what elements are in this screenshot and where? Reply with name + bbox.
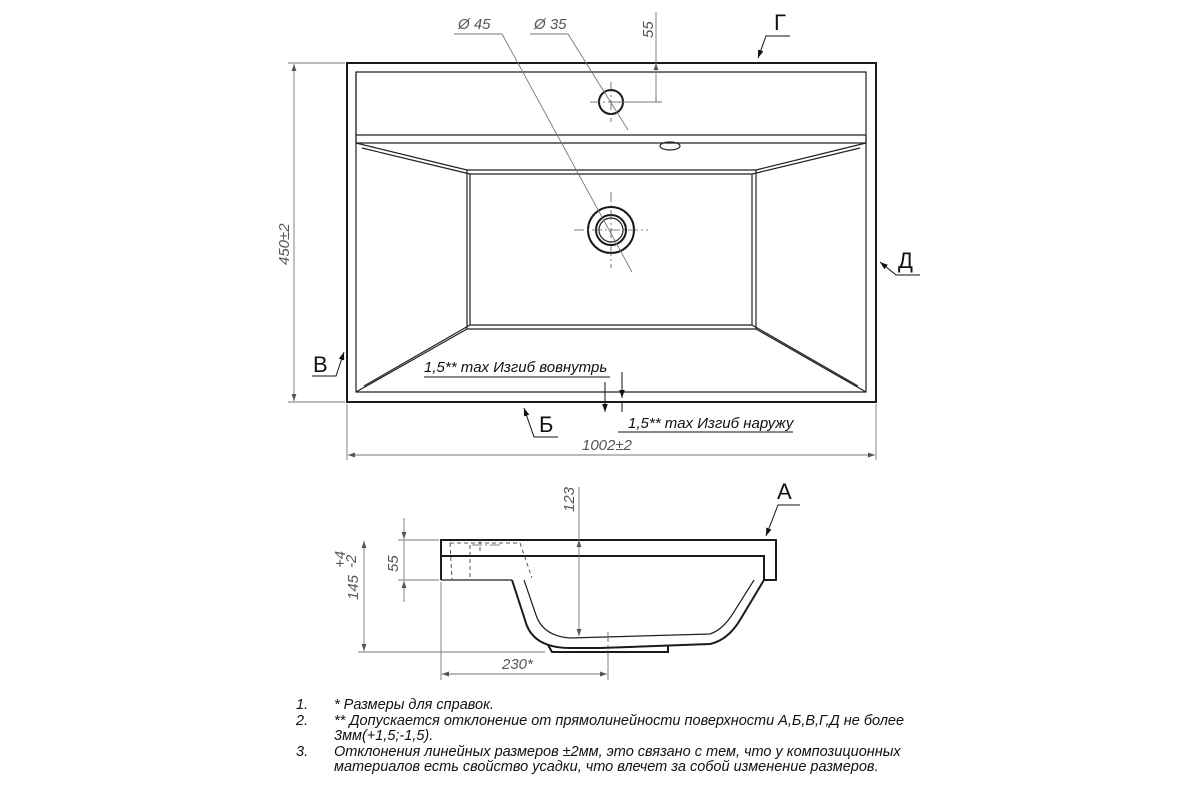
surface-label-v: В — [313, 352, 328, 377]
dim-depth-label: 123 — [561, 486, 578, 512]
diameter-45-label: Ø 45 — [457, 16, 491, 33]
surface-label-b: Б — [539, 412, 553, 437]
label-a-leader — [765, 504, 800, 537]
hidden-overflow — [449, 540, 533, 581]
label-d-leader — [879, 261, 920, 276]
side-view: 123 55 145 +4 -2 230* А — [332, 479, 800, 680]
note-item: 2. ** Допускается отклонение от прямолин… — [296, 712, 905, 744]
dim-total-height-lower: -2 — [343, 554, 360, 568]
dim-side-55-label: 55 — [385, 555, 402, 572]
dim-total-height-label: 145 — [345, 574, 362, 600]
notes-block: 1. * Размеры для справок. 2. ** Допускае… — [296, 697, 956, 776]
dim-offset-label: 230* — [501, 656, 534, 673]
diameter-35-leader — [530, 33, 629, 131]
diameter-35-label: Ø 35 — [533, 16, 567, 33]
dim-total-height-upper: +4 — [332, 551, 349, 568]
drain-stub — [547, 644, 669, 653]
label-g-leader — [757, 35, 790, 59]
basin-outline — [346, 62, 877, 403]
diameter-45-leader — [454, 33, 633, 273]
bend-outward-note: 1,5** max Изгиб наружу — [628, 415, 795, 432]
bowl-bottom — [466, 169, 757, 330]
top-view: Ø 45 Ø 35 55 450±2 1002±2 1,5** max Изги… — [276, 10, 920, 460]
side-rim — [440, 539, 777, 581]
surface-label-g: Г — [774, 10, 786, 35]
note-item: 1. * Размеры для справок. — [296, 697, 494, 713]
label-b-leader — [523, 407, 558, 438]
dim-height-label: 450±2 — [276, 223, 293, 265]
dim-55-top-label: 55 — [640, 21, 657, 38]
overflow-slot — [659, 141, 681, 151]
bend-inward-note: 1,5** max Изгиб вовнутрь — [424, 359, 607, 376]
surface-label-a: А — [777, 479, 792, 504]
surface-label-d: Д — [898, 248, 913, 273]
side-bowl — [511, 579, 765, 649]
note-item: 3. Отклонения линейных размеров ±2мм, эт… — [296, 743, 901, 775]
bowl-slopes — [355, 142, 867, 393]
dim-width-label: 1002±2 — [582, 437, 633, 454]
label-v-leader — [312, 351, 345, 377]
